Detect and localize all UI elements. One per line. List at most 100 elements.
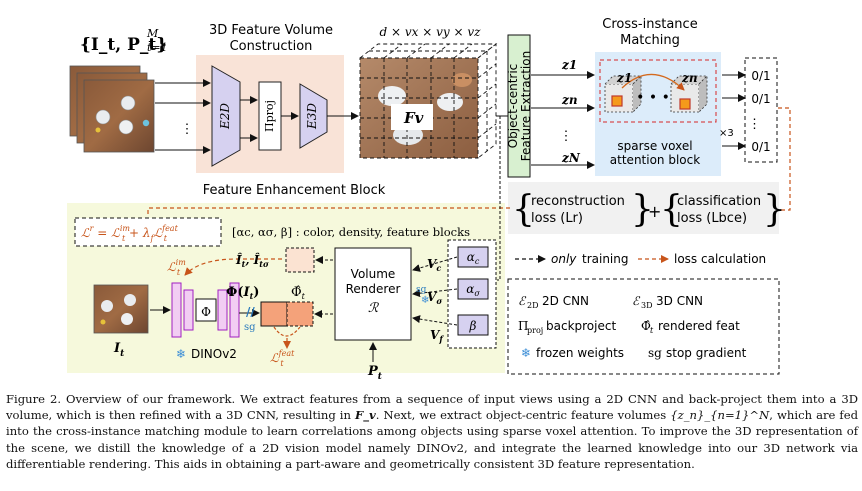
svg-text:t: t bbox=[650, 326, 654, 335]
phi-It-feature bbox=[260, 301, 288, 327]
alpha-sigma-block bbox=[457, 278, 489, 300]
svg-text://: // bbox=[246, 305, 255, 319]
svg-text:ℰ: ℰ bbox=[518, 294, 527, 308]
recon-loss-2: loss (Lr) bbox=[531, 211, 583, 226]
caption-line-5: differentiable rendering. This aids in o… bbox=[6, 456, 695, 471]
phi-label: Φ bbox=[201, 305, 211, 319]
svg-text:{: { bbox=[660, 189, 683, 230]
caption-line-3: the cross-instance matching module to le… bbox=[32, 424, 858, 439]
legend-phi-hat: rendered feat bbox=[658, 319, 740, 333]
caption-line-2b: F_v bbox=[354, 408, 376, 423]
phi-It-label: Φ(It) bbox=[226, 285, 259, 301]
construction-title-line2: Construction bbox=[230, 39, 313, 54]
legend-frozen: frozen weights bbox=[536, 346, 624, 360]
loss-panel bbox=[508, 182, 779, 234]
input-views-stack bbox=[69, 65, 155, 153]
svg-text:⋮: ⋮ bbox=[748, 117, 761, 132]
only-training-only: only bbox=[551, 252, 577, 266]
caption-line-1: Figure 2. Overview of our framework. We … bbox=[6, 392, 858, 406]
svg-text:sg: sg bbox=[416, 285, 427, 295]
framework-diagram: {I_t, P_t} M t=1 3D Feature Volume Const… bbox=[67, 17, 791, 382]
input-image-It bbox=[93, 284, 149, 334]
inputs-label: {I_t, P_t} bbox=[80, 35, 167, 55]
attention-arc bbox=[621, 73, 685, 91]
svg-text:• • •: • • • bbox=[636, 90, 670, 106]
svg-text:{: { bbox=[512, 189, 535, 230]
snowflake-icon: ❄ bbox=[521, 346, 531, 360]
svg-text:sg: sg bbox=[648, 346, 662, 360]
matching-title-2: Matching bbox=[620, 33, 680, 48]
figure-caption: Figure 2. Overview of our framework. We … bbox=[6, 391, 858, 472]
output-2: 0/1 bbox=[751, 140, 770, 154]
cls-loss-2: loss (Lbce) bbox=[677, 211, 747, 226]
legend-e3d: 3D CNN bbox=[656, 294, 703, 308]
beta-label: β bbox=[469, 319, 477, 333]
ellipsis-dots: ⋮ bbox=[181, 122, 194, 137]
rendered-image-box bbox=[285, 247, 315, 273]
params-note: [αc, ασ, β] : color, density, feature bl… bbox=[232, 225, 470, 239]
svg-text:❄: ❄ bbox=[421, 295, 429, 306]
object-centric-label-2: Feature Extraction bbox=[519, 51, 533, 161]
legend-sg: stop gradient bbox=[666, 346, 747, 360]
svg-text:Φ̂: Φ̂ bbox=[641, 319, 651, 333]
svg-text:}: } bbox=[631, 189, 654, 230]
matching-title-1: Cross-instance bbox=[602, 17, 697, 32]
caption-line-4: the scene, we distill the knowledge of a… bbox=[6, 440, 858, 455]
svg-text:}: } bbox=[763, 189, 786, 230]
beta-block bbox=[457, 314, 489, 336]
svg-text:proj: proj bbox=[527, 326, 543, 335]
object-centric-label-1: Object-centric bbox=[506, 64, 520, 149]
encoder-2d-label: E2D bbox=[218, 103, 232, 130]
caption-line-2c: . Next, we extract object-centric featur… bbox=[375, 408, 667, 423]
dinov2-network bbox=[171, 282, 240, 338]
inputs-index: M bbox=[146, 27, 159, 40]
output-1: 0/1 bbox=[751, 92, 770, 106]
svg-text:2D: 2D bbox=[527, 301, 539, 310]
z1-label: z1 bbox=[561, 58, 577, 72]
matching-block bbox=[595, 52, 721, 176]
encoder-2d-block bbox=[211, 65, 241, 167]
svg-text:Π: Π bbox=[518, 319, 528, 333]
matching-zn: zn bbox=[681, 71, 698, 85]
sparse-voxel-label-1: sparse voxel bbox=[617, 139, 692, 153]
caption-line-2d: {z_n}_{n=1}^N bbox=[670, 408, 770, 423]
legend-box bbox=[507, 278, 780, 375]
sg-label: sg bbox=[244, 322, 256, 333]
caption-line-2a: volume, which is then refined with a 3D … bbox=[6, 408, 351, 423]
lr-formula-box bbox=[74, 217, 222, 247]
svg-text:⋮: ⋮ bbox=[560, 129, 573, 144]
hat-phi-feature bbox=[286, 301, 314, 327]
svg-text:3D: 3D bbox=[641, 301, 653, 310]
output-predictions-box bbox=[744, 57, 778, 163]
renderer-label-2: Renderer bbox=[346, 282, 401, 296]
cls-loss-1: classification bbox=[677, 194, 761, 209]
feature-volume-cube bbox=[359, 43, 498, 159]
volume-renderer bbox=[334, 247, 412, 341]
loss-calc-label: loss calculation bbox=[674, 252, 766, 266]
sparse-voxel-label-2: attention block bbox=[610, 153, 700, 167]
encoder-3d-block bbox=[299, 83, 328, 149]
enhancement-block-label: Feature Enhancement Block bbox=[203, 183, 386, 198]
alpha-c-block bbox=[457, 246, 489, 268]
times3-label: ×3 bbox=[719, 128, 734, 139]
dinov2-label: DINOv2 bbox=[191, 347, 237, 361]
caption-line-2e: , which are fed into bbox=[6, 408, 859, 439]
only-training-rest: training bbox=[582, 252, 629, 266]
object-centric-block bbox=[507, 34, 531, 178]
output-0: 0/1 bbox=[751, 69, 770, 83]
attention-region bbox=[599, 59, 717, 123]
feature-volume-label: Fv bbox=[403, 109, 424, 127]
backproject-label: Πproj bbox=[263, 100, 276, 132]
svg-text:ℰ: ℰ bbox=[632, 294, 641, 308]
renderer-label-1: Volume bbox=[351, 267, 396, 281]
encoder-3d-label: E3D bbox=[305, 103, 319, 130]
matching-z1: z1 bbox=[616, 71, 632, 85]
legend-e2d: 2D CNN bbox=[542, 294, 589, 308]
zn-label: zn bbox=[561, 93, 578, 107]
volume-dims: d × vx × vy × vz bbox=[380, 25, 482, 39]
recon-loss-1: reconstruction bbox=[531, 194, 625, 209]
construction-title-line1: 3D Feature Volume bbox=[209, 23, 333, 38]
inputs-sub: t=1 bbox=[147, 41, 168, 54]
